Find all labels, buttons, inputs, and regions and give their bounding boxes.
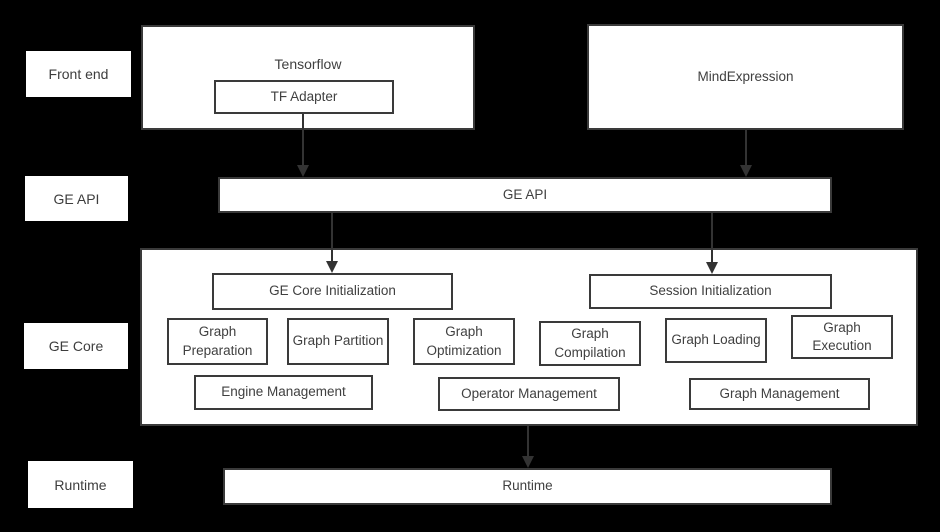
arrowhead-down-icon: [326, 261, 338, 273]
arrow-ge-api-to-ge-core-initialization: [326, 213, 338, 273]
arrowhead-down-icon: [297, 165, 309, 177]
layer-label-ge-core: GE Core: [24, 323, 128, 369]
layer-label-runtime: Runtime: [28, 461, 133, 508]
layer-label-ge-api: GE API: [25, 176, 128, 221]
graph-optimization-box: Graph Optimization: [413, 318, 515, 365]
arrowhead-down-icon: [522, 456, 534, 468]
graph-execution-box: Graph Execution: [791, 315, 893, 359]
graph-partition-box: Graph Partition: [287, 318, 389, 365]
graph-management-box: Graph Management: [689, 378, 870, 410]
tensorflow-box: Tensorflow TF Adapter: [141, 25, 475, 130]
arrow-ge-core-to-runtime: [522, 426, 534, 468]
graph-preparation-box: Graph Preparation: [167, 318, 268, 365]
arrow-tf-adapter-to-ge-api: [297, 114, 309, 177]
engine-management-box: Engine Management: [194, 375, 373, 410]
arrowhead-down-icon: [740, 165, 752, 177]
arrow-ge-api-to-session-initialization: [706, 213, 718, 274]
tf-adapter-box: TF Adapter: [214, 80, 394, 114]
graph-loading-box: Graph Loading: [665, 318, 767, 363]
tensorflow-label: Tensorflow: [274, 56, 342, 72]
runtime-bar: Runtime: [223, 468, 832, 505]
operator-management-box: Operator Management: [438, 377, 620, 411]
ge-api-bar: GE API: [218, 177, 832, 213]
ge-core-box: GE Core Initialization Session Initializ…: [140, 248, 918, 426]
graph-compilation-box: Graph Compilation: [539, 321, 641, 366]
arrowhead-down-icon: [706, 262, 718, 274]
ge-core-initialization-box: GE Core Initialization: [212, 273, 453, 310]
arrow-mindexpression-to-ge-api: [740, 130, 752, 177]
mindexpression-box: MindExpression: [587, 24, 904, 130]
session-initialization-box: Session Initialization: [589, 274, 832, 309]
layer-label-front-end: Front end: [26, 51, 131, 97]
